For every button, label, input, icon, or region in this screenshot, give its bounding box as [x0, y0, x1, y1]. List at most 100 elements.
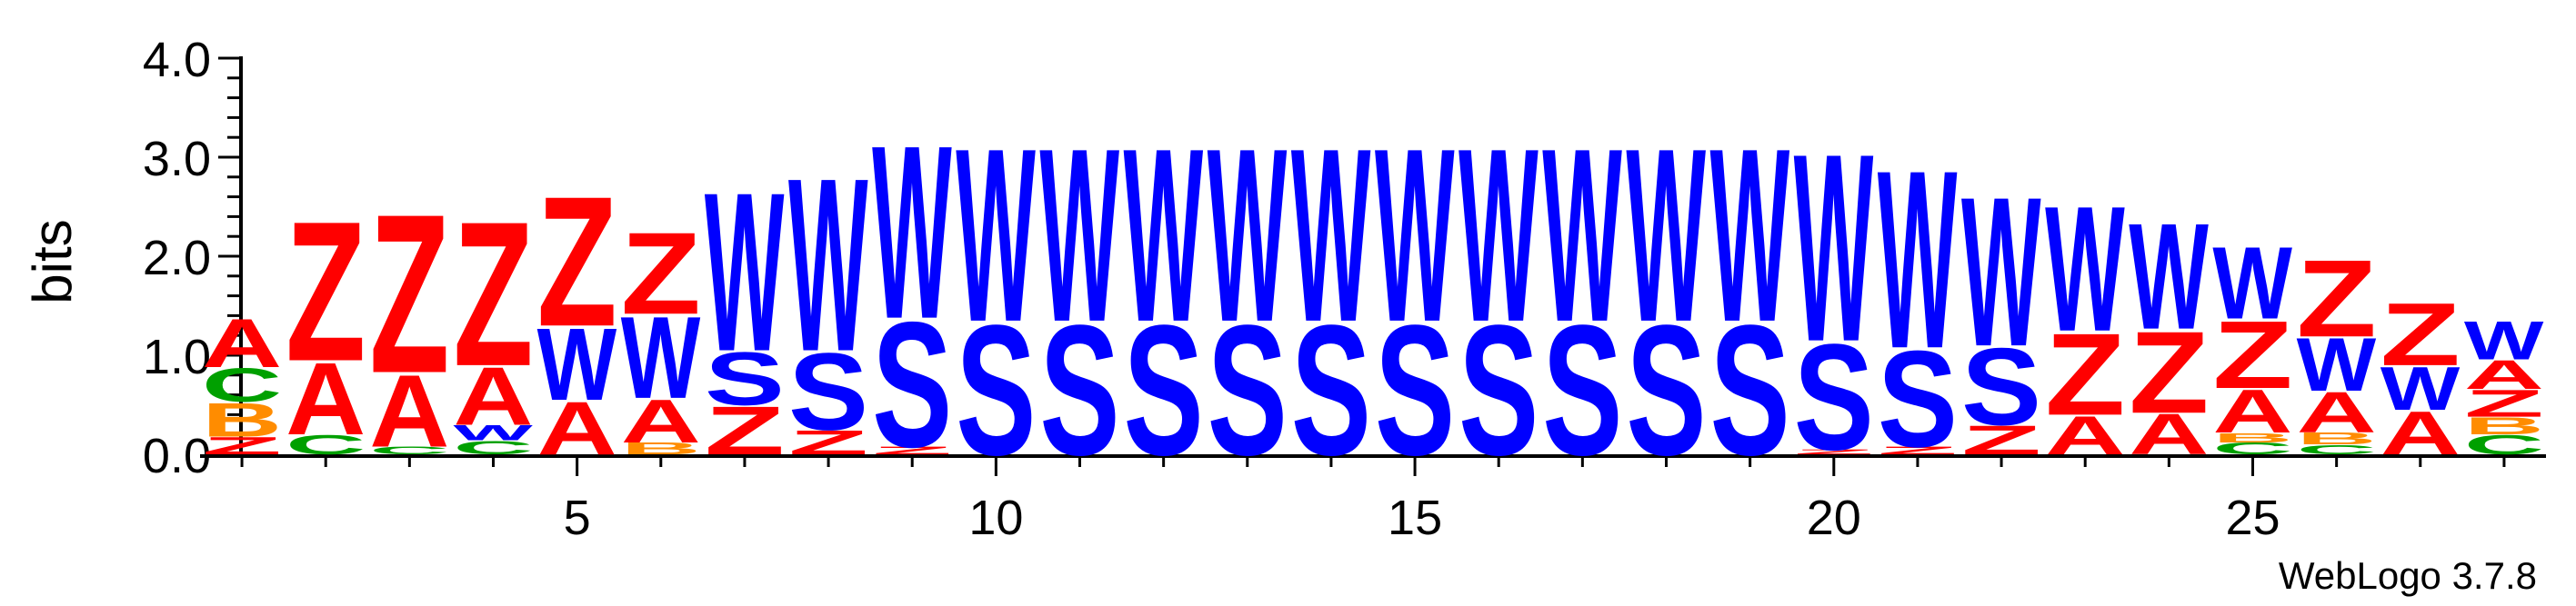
y-axis-title: bits: [22, 219, 83, 303]
logo-letter-Z: Z: [2129, 306, 2209, 437]
logo-letter-W: W: [2129, 192, 2209, 362]
logo-letter-Z: Z: [2212, 301, 2292, 409]
logo-letter-W: W: [1710, 98, 1790, 374]
logo-letter-Z: Z: [202, 432, 282, 460]
logo-letter-C: C: [369, 444, 449, 457]
y-tick-label: 0.0: [143, 429, 211, 483]
logo-letter-S: S: [1794, 313, 1874, 482]
logo-letter-S: S: [1039, 287, 1119, 494]
logo-letter-S: S: [1542, 287, 1622, 494]
weblogo-credit: WebLogo 3.7.8: [2279, 554, 2537, 597]
logo-letter-Z: Z: [453, 180, 533, 410]
logo-column: SW: [1458, 98, 1539, 494]
logo-letter-W: W: [872, 95, 952, 372]
logo-letter-Z: Z: [1794, 448, 1874, 455]
logo-letter-Z: Z: [2045, 309, 2125, 440]
logo-letter-W: W: [453, 421, 533, 445]
logo-letter-A: A: [453, 350, 533, 442]
logo-letter-S: S: [872, 284, 952, 485]
logo-letter-W: W: [2464, 309, 2544, 371]
logo-letter-S: S: [1961, 324, 2041, 448]
logo-letter-B: B: [2464, 412, 2544, 441]
logo-letter-Z: Z: [2464, 382, 2544, 424]
logo-letter-S: S: [705, 337, 785, 422]
logo-letter-S: S: [1710, 287, 1790, 494]
logo-column: SW: [1291, 98, 1371, 494]
logo-letter-W: W: [1626, 98, 1706, 374]
logo-letter-S: S: [1878, 323, 1958, 476]
x-tick-label: 10: [968, 491, 1023, 545]
logo-letter-C: C: [286, 430, 366, 461]
logo-letter-S: S: [1124, 287, 1204, 494]
logo-letter-Z: Z: [872, 444, 952, 457]
logo-letter-S: S: [1626, 287, 1706, 494]
logo-letter-C: C: [2212, 440, 2292, 458]
logo-letter-Z: Z: [788, 423, 868, 462]
logo-column: SW: [1710, 98, 1790, 494]
logo-letter-A: A: [2464, 352, 2544, 398]
logo-letter-A: A: [2381, 399, 2461, 468]
logo-column: SW: [1039, 98, 1119, 494]
logo-letter-Z: Z: [705, 392, 785, 469]
logo-letter-W: W: [1291, 98, 1371, 374]
logo-letter-B: B: [2297, 430, 2377, 448]
logo-letter-Z: Z: [2297, 237, 2377, 360]
logo-letter-Z: Z: [369, 167, 449, 421]
logo-letter-S: S: [788, 330, 868, 453]
logo-letter-W: W: [2212, 225, 2292, 341]
logo-letter-Z: Z: [286, 181, 366, 403]
logo-letter-W: W: [1542, 98, 1622, 374]
logo-column: AZW: [2045, 169, 2125, 466]
logo-letter-A: A: [2212, 377, 2292, 446]
logo-letter-C: C: [2297, 442, 2377, 457]
logo-column: SW: [1375, 98, 1455, 494]
logo-letter-C: C: [202, 358, 282, 412]
logo-letter-W: W: [1208, 98, 1288, 374]
logo-letter-C: C: [453, 437, 533, 459]
logo-letter-W: W: [705, 144, 785, 399]
logo-letter-W: W: [1458, 98, 1539, 374]
logo-letter-W: W: [956, 98, 1036, 374]
x-tick-label: 15: [1388, 491, 1442, 545]
logo-letter-W: W: [1124, 98, 1204, 374]
logo-letter-A: A: [621, 387, 701, 456]
logo-column: SW: [956, 98, 1036, 494]
logo-letter-W: W: [1375, 98, 1455, 374]
logo-column: ZSW: [1794, 99, 1874, 482]
logo-letter-S: S: [1458, 287, 1539, 494]
logo-letter-W: W: [537, 306, 617, 422]
logo-letter-A: A: [2297, 381, 2377, 445]
logo-letter-S: S: [956, 287, 1036, 494]
logo-letter-Z: Z: [537, 159, 617, 366]
logo-column: ZSW: [705, 144, 785, 470]
y-tick-label: 3.0: [143, 132, 211, 186]
logo-column: ZSW: [788, 128, 868, 462]
logo-letter-A: A: [537, 386, 617, 471]
logo-letter-B: B: [202, 393, 282, 447]
logo-column: SW: [1208, 98, 1288, 494]
logo-letter-A: A: [2129, 402, 2209, 467]
logo-column: AZW: [2129, 192, 2209, 467]
logo-letter-A: A: [286, 341, 366, 456]
y-tick-label: 2.0: [143, 231, 211, 285]
y-tick-label: 1.0: [143, 330, 211, 384]
logo-letter-B: B: [2212, 430, 2292, 445]
x-tick-label: 25: [2225, 491, 2280, 545]
logo-letter-W: W: [2297, 323, 2377, 408]
logo-letter-A: A: [2045, 405, 2125, 466]
logo-column: SW: [1542, 98, 1622, 494]
logo-letter-W: W: [2045, 169, 2125, 369]
logo-letter-S: S: [1291, 287, 1371, 494]
logo-letter-Z: Z: [1878, 444, 1958, 457]
y-tick-label: 4.0: [143, 33, 211, 87]
logo-column: CAZ: [286, 181, 366, 460]
logo-column: ZSW: [1878, 118, 1958, 476]
logo-letter-C: C: [2464, 430, 2544, 461]
logo-letter-S: S: [1208, 287, 1288, 494]
logo-letter-W: W: [788, 128, 868, 404]
